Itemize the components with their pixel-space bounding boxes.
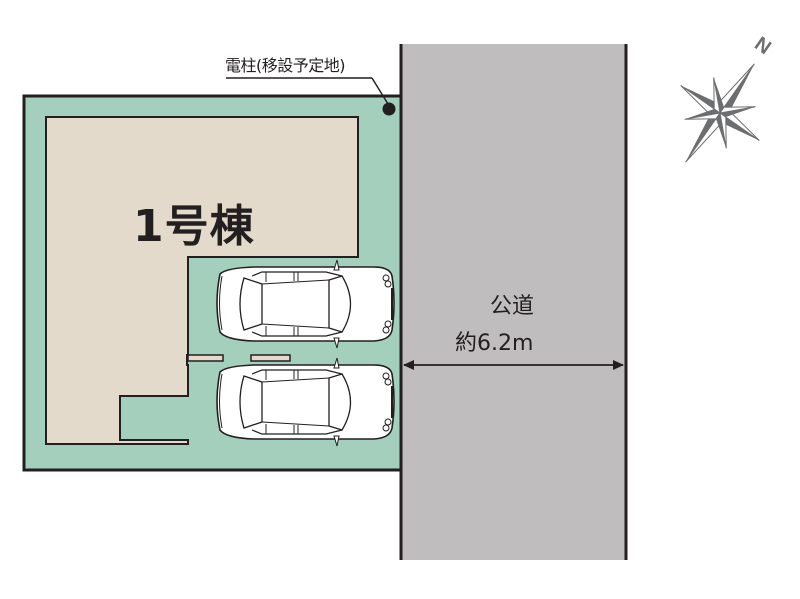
utility-pole-marker (226, 77, 396, 116)
road-width-label: 約6.2m (455, 331, 534, 356)
parked-car-2 (216, 357, 395, 447)
road-name-label: 公道 (489, 294, 534, 319)
utility-pole-label: 電柱(移設予定地) (225, 56, 346, 75)
road-width-dimension-arrow (403, 360, 624, 370)
parked-car-1 (216, 259, 395, 349)
compass-rose-icon (680, 63, 760, 163)
building-label: 1号棟 (133, 201, 255, 252)
building-footprint (45, 116, 359, 445)
public-road (399, 44, 628, 560)
compass-north-label: N (750, 33, 774, 59)
